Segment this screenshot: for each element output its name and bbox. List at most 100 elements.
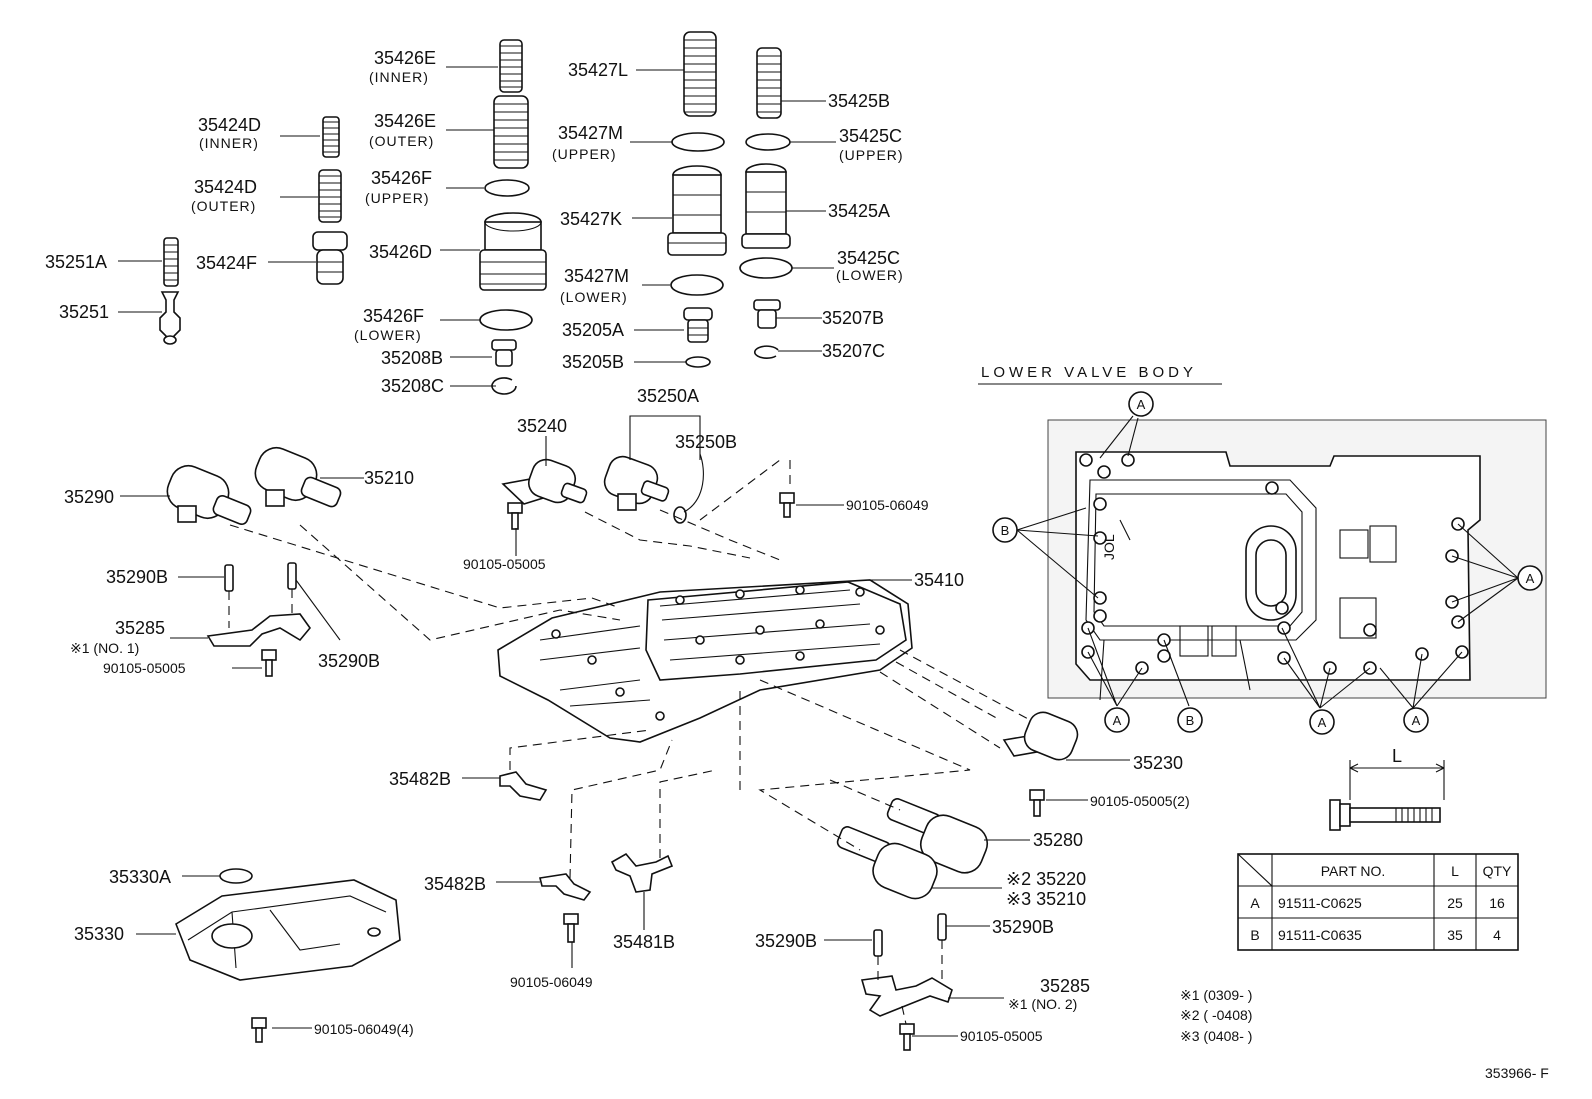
spring-35427L	[683, 31, 717, 117]
label-35424D-outer: 35424D	[194, 177, 257, 197]
label-35330A: 35330A	[109, 867, 171, 887]
bolt-90105-06049-a	[779, 492, 795, 518]
label-35205B: 35205B	[562, 352, 624, 372]
plate-35285-b	[860, 975, 953, 1017]
sleeve-35427K	[667, 165, 727, 256]
sleeve-35426D	[479, 212, 547, 291]
marker-leaders	[1016, 415, 1519, 709]
label-35290B-a: 35290B	[106, 567, 168, 587]
pin-35290B-d	[937, 913, 947, 941]
label-35425A: 35425A	[828, 201, 890, 221]
label-35205A: 35205A	[562, 320, 624, 340]
spring-35425B	[756, 47, 782, 119]
clip-35205B	[685, 356, 711, 368]
dimension-l-label: L	[1392, 746, 1402, 766]
label-35427M-upper: 35427M	[558, 123, 623, 143]
label-35427M-lower-sub: (LOWER)	[560, 289, 628, 305]
label-35427M-lower: 35427M	[564, 266, 629, 286]
table-row-key: B	[1250, 927, 1259, 943]
label-35210-top: 35210	[364, 468, 414, 488]
label-35427K: 35427K	[560, 209, 622, 229]
marker-a-2: A	[1517, 565, 1543, 591]
table-header-qty: QTY	[1483, 863, 1512, 879]
plug-35424F	[312, 231, 348, 285]
label-90105-06049-b: 90105-06049	[510, 974, 593, 990]
svg-text:A: A	[1113, 713, 1122, 728]
table-row-key: A	[1250, 895, 1260, 911]
label-35426E-outer-sub: (OUTER)	[369, 133, 434, 149]
lower-valve-body-title: LOWER VALVE BODY	[981, 364, 1197, 381]
plate-35285-a	[206, 613, 312, 647]
spring-35424D-inner	[322, 116, 340, 158]
table-row-l: 35	[1447, 927, 1463, 943]
table-row-qty: 4	[1493, 927, 1501, 943]
bolt-90105-05005-2	[1029, 789, 1045, 817]
plug-35205A	[683, 307, 713, 343]
pin-35290B-c	[873, 929, 883, 957]
label-35290B-b: 35290B	[318, 651, 380, 671]
label-35426F-upper: 35426F	[371, 168, 432, 188]
label-35208B: 35208B	[381, 348, 443, 368]
label-leaders	[118, 66, 1130, 1037]
bolt-90105-06049-4	[251, 1017, 267, 1043]
table-row-l: 25	[1447, 895, 1463, 911]
plug-35207B	[753, 299, 781, 329]
seal-35250B	[673, 506, 687, 524]
solenoid-35280	[886, 798, 989, 874]
label-35427L: 35427L	[568, 60, 628, 80]
table-row-qty: 16	[1489, 895, 1505, 911]
label-35425C-upper-sub: (UPPER)	[839, 147, 904, 163]
sleeve-35425A	[741, 163, 791, 249]
plate-35482B-b	[539, 873, 592, 901]
seal-35425C-lower	[739, 257, 793, 279]
label-35425C-upper: 35425C	[839, 126, 902, 146]
plug-35208B	[491, 339, 517, 367]
spring-35426E-inner	[499, 39, 523, 93]
label-35251A: 35251A	[45, 252, 107, 272]
label-35250A: 35250A	[637, 386, 699, 406]
valve-35251	[159, 291, 181, 345]
label-35427M-upper-sub: (UPPER)	[552, 146, 617, 162]
solenoid-35240	[501, 458, 588, 505]
table-row-part-no: 91511-C0635	[1278, 927, 1362, 943]
pin-35290B-a	[224, 564, 234, 592]
label-35290: 35290	[64, 487, 114, 507]
label-35426F-upper-sub: (UPPER)	[365, 190, 430, 206]
seal-35426F-lower	[479, 309, 533, 331]
label-35426E-outer: 35426E	[374, 111, 436, 131]
label-35426E-inner: 35426E	[374, 48, 436, 68]
strainer-35330	[175, 879, 401, 981]
label-35425B: 35425B	[828, 91, 890, 111]
label-35424D-inner: 35424D	[198, 115, 261, 135]
label-35425C-lower: 35425C	[837, 248, 900, 268]
label-35424D-outer-sub: (OUTER)	[191, 198, 256, 214]
seal-35427M-lower	[670, 274, 724, 296]
label-35250B: 35250B	[675, 432, 737, 452]
svg-text:A: A	[1137, 397, 1146, 412]
label-35220: ※2 35220	[1006, 869, 1086, 889]
solenoid-35230	[1002, 711, 1079, 761]
label-35426F-lower: 35426F	[363, 306, 424, 326]
lower-valve-body-view: JOL	[1047, 419, 1547, 701]
label-35285-a-note: ※1 (NO. 1)	[70, 640, 139, 656]
diagram-id: 353966- F	[1485, 1065, 1549, 1081]
label-35285-b: 35285	[1040, 976, 1090, 996]
spring-35251A	[163, 237, 179, 287]
bolt-dimension-figure: L	[1329, 746, 1445, 831]
bolt-90105-05005-c	[899, 1023, 915, 1051]
label-35425C-lower-sub: (LOWER)	[836, 267, 904, 283]
label-35482B-b: 35482B	[424, 874, 486, 894]
bolt-table: PART NO. L QTY A 91511-C0625 25 16 B 915…	[1237, 853, 1519, 951]
seal-35427M-upper	[671, 132, 725, 152]
solenoid-35250A	[603, 455, 670, 511]
label-35280: 35280	[1033, 830, 1083, 850]
label-35208C: 35208C	[381, 376, 444, 396]
pin-35290B-b	[287, 562, 297, 590]
label-35410: 35410	[914, 570, 964, 590]
marker-a-1: A	[1128, 391, 1154, 417]
label-35424F: 35424F	[196, 253, 257, 273]
note-2: ※2 ( -0408)	[1180, 1007, 1252, 1023]
label-35285-a: 35285	[115, 618, 165, 638]
marker-a-3: A	[1104, 707, 1130, 733]
